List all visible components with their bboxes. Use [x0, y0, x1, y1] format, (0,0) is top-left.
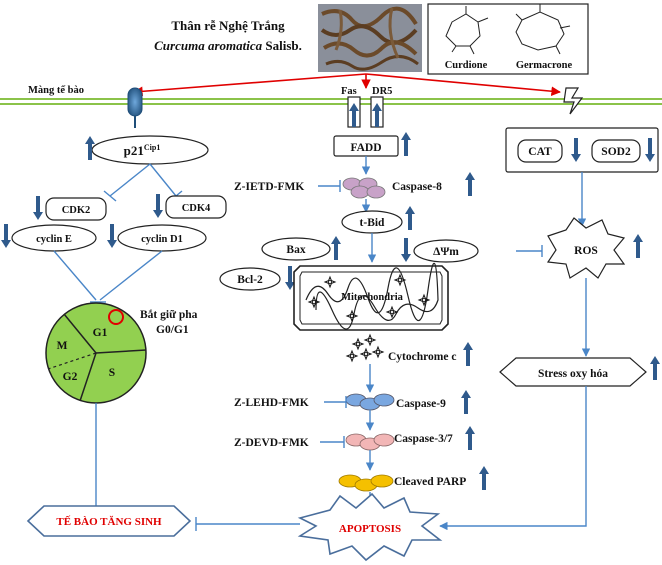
cdk2-down-icon	[33, 196, 43, 220]
apoptosis-label: APOPTOSIS	[339, 523, 401, 535]
z-devd-inhibit-line	[320, 436, 345, 448]
caspase8-label: Caspase-8	[392, 181, 442, 193]
dpsi-label: ΔΨm	[433, 246, 459, 258]
curdione-structure-icon	[445, 6, 489, 55]
arrest-marker-icon	[108, 309, 124, 325]
stress-to-apoptosis-arrow	[439, 386, 587, 531]
z-lehd-inhibit-line	[324, 396, 347, 408]
ros-up-icon	[633, 234, 643, 258]
cyclin-e-node: cyclin E	[1, 224, 97, 252]
rhizome-photo	[318, 4, 422, 72]
cdk2-label: CDK2	[62, 205, 91, 216]
mitochondria-label: Mitochondria	[341, 292, 404, 303]
caspase9-up-icon	[461, 390, 471, 414]
phase-g2: G2	[63, 371, 78, 383]
apoptosis-node: APOPTOSIS	[297, 492, 443, 562]
dpsi-down-icon	[401, 238, 411, 262]
dpsi-node: ΔΨm	[401, 238, 479, 263]
ros-label: ROS	[574, 245, 598, 257]
tbid-label: t-Bid	[360, 217, 386, 229]
tbid-node: t-Bid	[341, 206, 415, 234]
bax-up-icon	[331, 236, 341, 260]
cdk4-label: CDK4	[182, 203, 211, 214]
plant-name: Thân rễ Nghệ Trắng	[171, 18, 285, 33]
curdione-label: Curdione	[445, 60, 488, 71]
proliferation-label: TẾ BÀO TĂNG SINH	[56, 515, 162, 528]
bax-label: Bax	[286, 244, 305, 256]
bax-node: Bax	[261, 236, 341, 261]
membrane-channel-icon	[127, 87, 143, 128]
antioxidant-box: CAT SOD2	[505, 127, 659, 173]
parp-up-icon	[479, 466, 489, 490]
germacrone-structure-icon	[515, 4, 571, 55]
cdk4-down-icon	[153, 194, 163, 218]
proliferation-node: TẾ BÀO TĂNG SINH	[26, 505, 192, 537]
cyclin-d1-down-icon	[107, 224, 117, 248]
compound-box: Curdione Germacrone	[427, 3, 589, 75]
cytochrome-up-icon	[463, 342, 473, 366]
cell-membrane: Màng tế bào	[0, 85, 662, 105]
fas-dr5-receptor: Fas DR5	[341, 86, 392, 128]
cdk4-node: CDK4	[153, 194, 227, 219]
cyclin-d1-label: cyclin D1	[141, 234, 183, 245]
fadd-node: FADD	[333, 132, 411, 157]
ros-node: ROS	[546, 217, 643, 279]
apoptosis-inhibit-proliferation-line	[195, 517, 300, 531]
fas-label: Fas	[341, 86, 357, 97]
cat-label: CAT	[528, 146, 552, 158]
stress-node: Stress oxy hóa	[499, 356, 660, 387]
phase-m: M	[57, 340, 68, 352]
caspase9-label: Caspase-9	[396, 398, 446, 410]
phase-g1: G1	[93, 327, 108, 339]
bcl2-node: Bcl-2	[219, 266, 295, 291]
caspase8-up-icon	[465, 172, 475, 196]
z-ietd-inhibit-line	[318, 180, 341, 192]
tbid-up-icon	[405, 206, 415, 230]
z-devd-label: Z-DEVD-FMK	[234, 437, 309, 449]
cytochrome-label: Cytochrome c	[388, 351, 456, 363]
cell-cycle-wheel: G1 M G2 S	[45, 302, 147, 404]
cdk2-node: CDK2	[33, 196, 107, 221]
cycle-to-proliferation-line	[88, 403, 104, 513]
cytochrome-node: Cytochrome c	[346, 334, 473, 366]
bcl2-label: Bcl-2	[237, 274, 263, 286]
z-ietd-label: Z-IETD-FMK	[234, 181, 304, 193]
stress-label: Stress oxy hóa	[538, 368, 608, 380]
cyclin-inhibit-lines	[53, 250, 163, 303]
p21-node: p21Cip1	[85, 135, 209, 165]
membrane-label: Màng tế bào	[28, 85, 84, 96]
caspase37-up-icon	[465, 426, 475, 450]
cyclin-d1-node: cyclin D1	[107, 224, 207, 252]
caspase37-node: Caspase-3/7	[345, 426, 475, 451]
p21-inhibit-lines	[103, 163, 183, 202]
arrest-label-1: Bắt giữ pha	[140, 308, 198, 321]
cyclin-e-label: cyclin E	[36, 234, 72, 245]
species-name: Curcuma aromatica Salisb.	[154, 38, 302, 53]
phase-s: S	[109, 367, 115, 379]
arrest-label-2: G0/G1	[156, 324, 189, 336]
p21-label: p21Cip1	[124, 143, 161, 158]
sod2-label: SOD2	[601, 146, 631, 158]
germacrone-label: Germacrone	[516, 60, 573, 71]
caspase8-node: Caspase-8	[342, 172, 475, 199]
fadd-up-icon	[401, 132, 411, 156]
caspase37-label: Caspase-3/7	[394, 433, 453, 445]
nac-inhibit-line	[516, 245, 543, 257]
mitochondria-node: Mitochondria	[293, 262, 449, 331]
fadd-label: FADD	[350, 142, 381, 154]
lightning-icon	[563, 87, 584, 115]
dr5-label: DR5	[372, 86, 392, 97]
parp-node: Cleaved PARP	[338, 466, 489, 492]
caspase9-node: Caspase-9	[345, 390, 471, 414]
stress-up-icon	[650, 356, 660, 380]
cyclin-e-down-icon	[1, 224, 11, 248]
source-header: Thân rễ Nghệ Trắng Curcuma aromatica Sal…	[154, 18, 302, 53]
z-lehd-label: Z-LEHD-FMK	[234, 397, 309, 409]
source-arrows	[133, 73, 561, 97]
parp-label: Cleaved PARP	[394, 476, 466, 488]
